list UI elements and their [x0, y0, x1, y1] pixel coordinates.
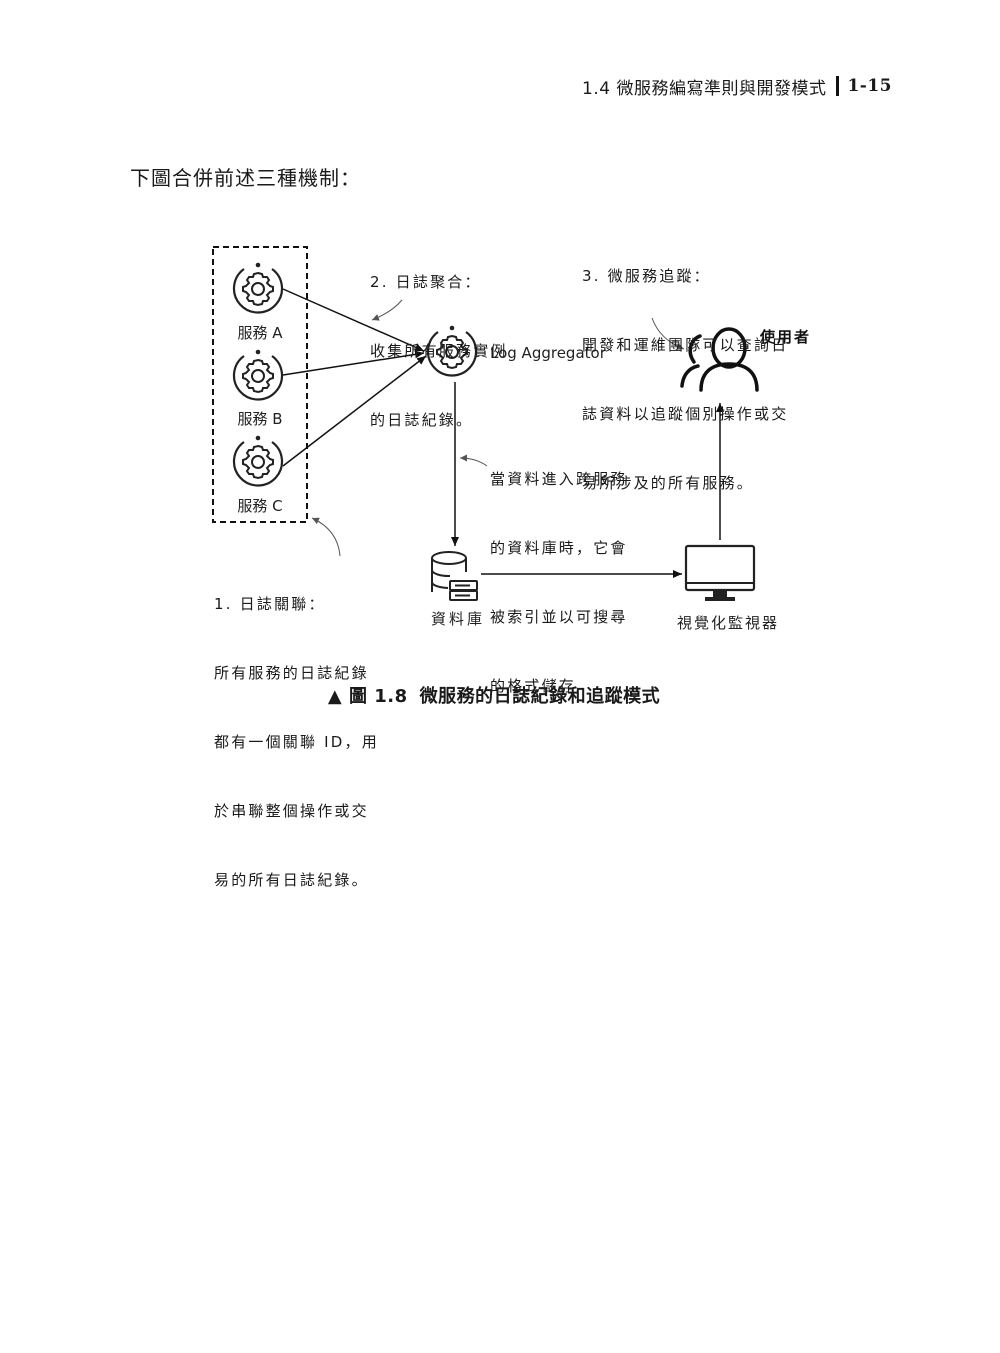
pointer-tracing: [651, 317, 685, 350]
note-correlation: 1. 日誌關聯： 所有服務的日誌紀錄 都有一個關聯 ID，用 於串聯整個操作或交…: [214, 547, 379, 915]
note-line: 易的所有日誌紀錄。: [214, 871, 369, 889]
figure-caption: ▲ 圖 1.8 微服務的日誌紀錄和追蹤模式: [0, 682, 1000, 708]
database-icon: [430, 551, 478, 601]
note-line: 都有一個關聯 ID，用: [214, 733, 379, 751]
service-group: [212, 246, 308, 523]
note-line: 的格式儲存: [490, 677, 577, 695]
note-line: 收集所有服務實例: [370, 342, 508, 360]
arrow-a-to-aggregator: [282, 288, 425, 352]
pointer-indexing: [459, 454, 488, 467]
note-line: 當資料進入跨服務: [490, 470, 628, 488]
note-line: 易所涉及的所有服務。: [582, 474, 755, 492]
note-line: 的日誌紀錄。: [370, 411, 474, 429]
database-label: 資料庫: [431, 610, 485, 628]
user-icon: [680, 327, 759, 392]
arrow-c-to-aggregator: [282, 355, 427, 467]
service-a-gear-icon: [232, 261, 284, 314]
note-line: 誌資料以追蹤個別操作或交: [582, 405, 789, 423]
note-line: 3. 微服務追蹤：: [582, 267, 711, 285]
figure-title: 微服務的日誌紀錄和追蹤模式: [419, 686, 661, 707]
service-c-label: 服務 C: [237, 497, 282, 515]
page-number: 1-15: [847, 76, 892, 96]
note-aggregation: 2. 日誌聚合： 收集所有服務實例 的日誌紀錄。: [370, 225, 508, 455]
note-line: 的資料庫時，它會: [490, 539, 628, 557]
pointer-correlation: [311, 517, 341, 557]
note-line: 開發和運維團隊可以查詢日: [582, 336, 789, 354]
monitor-icon: [684, 544, 756, 601]
header-divider: [836, 76, 840, 96]
note-line: 1. 日誌關聯：: [214, 595, 326, 613]
note-tracing: 3. 微服務追蹤： 開發和運維團隊可以查詢日 誌資料以追蹤個別操作或交 易所涉及…: [582, 219, 788, 518]
running-header: 1.4 微服務編寫準則與開發模式 1-15: [582, 74, 892, 99]
arrow-b-to-aggregator: [282, 350, 425, 376]
intro-text: 下圖合併前述三種機制：: [130, 166, 361, 190]
aggregator-label: Log Aggregator: [490, 344, 607, 362]
service-b-label: 服務 B: [237, 410, 282, 428]
user-label: 使用者: [759, 328, 811, 346]
service-c-gear-icon: [232, 434, 284, 487]
figure-number: ▲ 圖 1.8: [327, 686, 408, 707]
note-line: 被索引並以可搜尋: [490, 608, 628, 626]
note-line: 2. 日誌聚合：: [370, 273, 482, 291]
monitor-label: 視覺化監視器: [677, 614, 779, 632]
note-line: 所有服務的日誌紀錄: [214, 664, 369, 682]
note-indexing: 當資料進入跨服務 的資料庫時，它會 被索引並以可搜尋 的格式儲存: [490, 422, 628, 721]
note-line: 於串聯整個操作或交: [214, 802, 369, 820]
service-a-label: 服務 A: [237, 324, 283, 342]
service-b-gear-icon: [232, 348, 284, 401]
section-title: 1.4 微服務編寫準則與開發模式: [582, 78, 827, 99]
pointer-aggregation: [371, 299, 403, 321]
